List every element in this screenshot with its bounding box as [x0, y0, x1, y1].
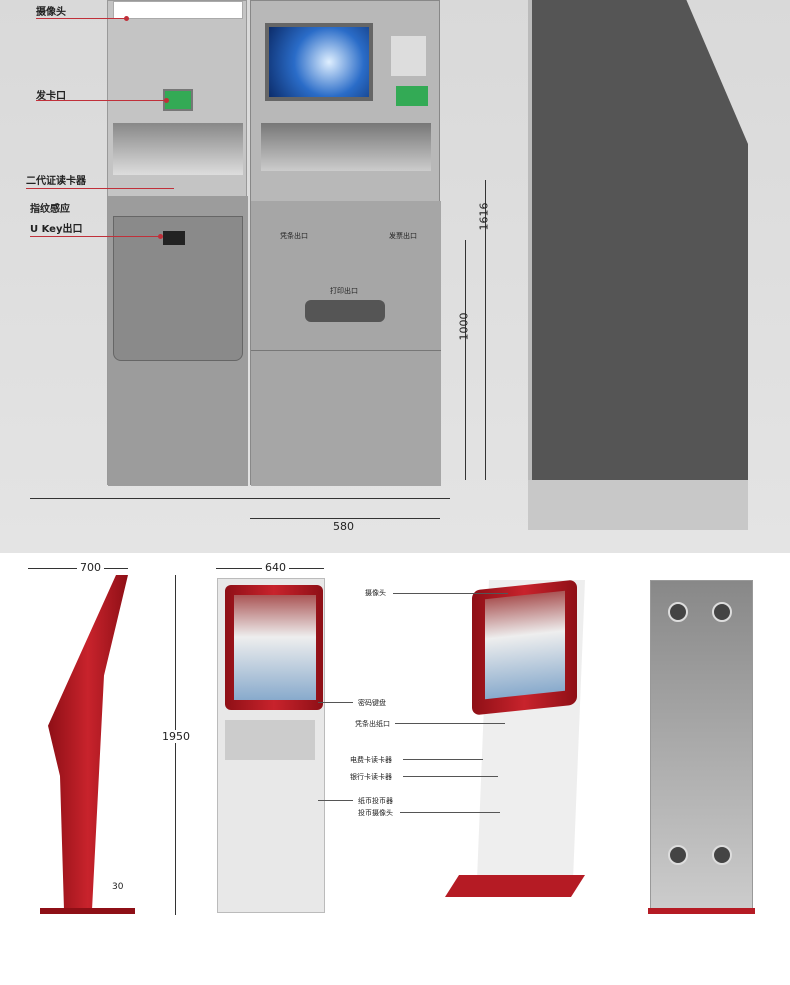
callout-bank-card-reader: 银行卡读卡器 [350, 773, 392, 781]
callout-card-dispenser: 发卡口 [36, 91, 66, 102]
dim-700: 700 [77, 561, 104, 574]
callout-keypad: 密码键盘 [358, 699, 386, 707]
dim-1950: 1950 [162, 730, 190, 743]
callout-receipt-outlet: 凭条出纸口 [355, 720, 390, 728]
callout-camera-2: 摄像头 [365, 589, 386, 597]
side-view-kiosk [48, 575, 128, 910]
dim-30: 30 [112, 882, 124, 892]
callout-coin-camera: 投币摄像头 [358, 809, 393, 817]
dim-1616: 1616 [477, 202, 491, 231]
top-section: 凭条出口 发票出口 打印出口 摄像头 发卡口 二代证读卡器 指纹感应 U Key… [0, 0, 790, 553]
dim-640: 640 [262, 561, 289, 574]
callout-id-reader: 二代证读卡器 [26, 176, 86, 187]
side-kiosk [528, 0, 748, 480]
middle-kiosk [250, 0, 441, 486]
callout-camera: 摄像头 [36, 7, 66, 18]
callout-ukey: U Key出口 [30, 224, 83, 235]
callout-bill-acceptor: 纸币投币器 [358, 797, 393, 805]
slot-label-receipt: 凭条出口 [280, 232, 308, 240]
callout-fingerprint: 指纹感应 [30, 204, 70, 215]
back-kiosk [650, 580, 753, 910]
dim-580: 580 [333, 520, 354, 533]
slot-label-print: 打印出口 [330, 287, 358, 295]
dim-1000: 1000 [457, 312, 471, 341]
front-screen [234, 595, 316, 700]
slot-label-invoice: 发票出口 [389, 232, 417, 240]
left-kiosk [107, 0, 248, 486]
callout-utility-card-reader: 电费卡读卡器 [350, 756, 392, 764]
screen [265, 23, 373, 101]
